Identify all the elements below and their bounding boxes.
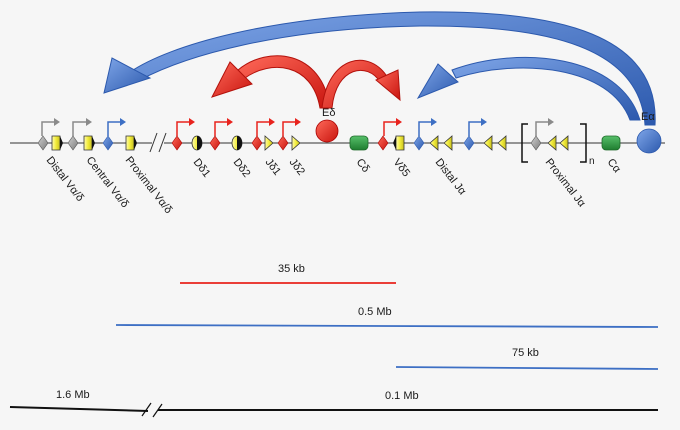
scale-bar-black-right-label: 0.1 Mb: [385, 390, 419, 402]
c-alpha-label: Cα: [605, 156, 624, 175]
red-diamond: [171, 135, 183, 151]
j-alpha-segment: [547, 135, 557, 151]
v-delta5-segment: [395, 135, 405, 151]
blue-arrowhead-large: [103, 57, 152, 94]
blue-diamond: [463, 135, 475, 151]
v5-label: Vδ5: [391, 156, 413, 179]
repeat-bracket-left: [521, 123, 528, 163]
repeat-subscript: n: [589, 156, 595, 167]
d2-label: Dδ2: [231, 156, 253, 179]
red-diamond: [377, 135, 389, 151]
scale-bar-blue-long-label: 0.5 Mb: [358, 306, 392, 318]
j-alpha-segment: [559, 135, 569, 151]
gene-segments: [37, 119, 662, 163]
scale-bar-blue-short: [395, 366, 659, 370]
gray-diamond: [37, 135, 49, 151]
j1-label: Jδ1: [263, 156, 283, 177]
scale-bar-black-left-label: 1.6 Mb: [56, 389, 90, 401]
yellow-v-segment: [125, 135, 135, 151]
scale-bars: 35 kb 0.5 Mb 75 kb 1.6 Mb 0.1 Mb: [9, 263, 659, 418]
blue-short-range-arrow: [416, 56, 641, 121]
j-segment: [264, 135, 274, 151]
e-alpha-enhancer: [636, 128, 662, 154]
scale-bar-black-left: [9, 406, 149, 412]
e-delta-enhancer: [315, 119, 339, 143]
red-left-arrow: [211, 55, 331, 109]
red-diamond: [277, 135, 289, 151]
yellow-v-segment: [83, 135, 93, 151]
c-delta-segment: [349, 135, 369, 151]
d1-label: Dδ1: [191, 156, 213, 179]
repeat-bracket-right: [580, 123, 587, 163]
gray-diamond: [530, 135, 542, 151]
j-alpha-segment: [443, 135, 453, 151]
red-diamond: [209, 135, 221, 151]
scale-bar-blue-long: [115, 324, 659, 328]
j-alpha-segment: [497, 135, 507, 151]
red-right-arrow: [321, 59, 401, 109]
red-diamond: [251, 135, 263, 151]
blue-arrowhead-small: [416, 63, 459, 100]
locus-break: [149, 132, 167, 153]
j-alpha-segment: [483, 135, 493, 151]
blue-diamond: [102, 135, 114, 151]
scale-bar-blue-short-label: 75 kb: [512, 347, 539, 359]
gray-diamond: [67, 135, 79, 151]
blue-long-range-arrow: [103, 11, 656, 126]
j-alpha-segment: [429, 135, 439, 151]
proximal-v-label: Proximal Vα/δ: [123, 154, 175, 216]
yellow-v-segment: [51, 135, 61, 151]
c-delta-label: Cδ: [354, 156, 372, 174]
promoter-arrows: [41, 118, 554, 136]
j-segment: [291, 135, 301, 151]
distal-v-label: Distal Vα/δ: [44, 154, 86, 203]
distal-j-label: Distal Jα: [433, 156, 469, 197]
scale-bar-red-label: 35 kb: [278, 263, 305, 275]
c-alpha-segment: [601, 135, 621, 151]
proximal-j-label: Proximal Jα: [543, 156, 588, 209]
e-alpha-label: Eα: [641, 111, 655, 123]
blue-diamond: [413, 135, 425, 151]
j2-label: Jδ2: [287, 156, 307, 177]
e-delta-label: Eδ: [322, 107, 335, 119]
segment-labels: Distal Vα/δ Central Vα/δ Proximal Vα/δ D…: [44, 154, 624, 216]
